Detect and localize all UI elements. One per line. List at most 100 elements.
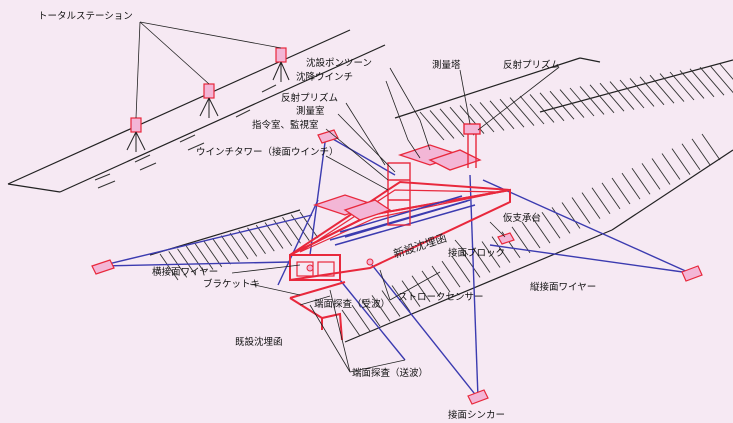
label-survey-room: 測量室 [296, 105, 325, 117]
hatch-line [671, 148, 691, 175]
total-station-1 [126, 117, 146, 152]
lateral-wire-left [99, 214, 313, 267]
trench-top-end [579, 57, 601, 63]
pontoon-left [312, 194, 392, 221]
hatch-line [371, 295, 391, 322]
shore-line [7, 29, 351, 185]
longitudinal-wire-right [482, 179, 691, 274]
hatch-line [461, 251, 481, 278]
label-caisson-pontoon: 沈設ポンツーン [306, 57, 372, 69]
hatch-line [551, 207, 571, 234]
hatch-line [489, 100, 515, 130]
total-station-2 [199, 83, 219, 118]
hatch-line [439, 108, 465, 138]
hatch-line [621, 172, 641, 200]
hatch-line [509, 97, 535, 126]
hatch-line [599, 82, 625, 112]
hatch-line [669, 71, 695, 101]
hatch-line [479, 102, 505, 131]
label-winch-tower: ウインチタワー（接面ウインチ） [196, 146, 339, 158]
hatch-line [381, 290, 401, 317]
hatch-line [561, 202, 581, 229]
label-end-face-probe-send: 端面探査（送波） [352, 367, 428, 379]
hatch-line [481, 241, 501, 268]
wire-left-down [277, 199, 319, 286]
wires [99, 134, 691, 399]
wire-front [339, 279, 406, 361]
hatch-line [699, 66, 725, 96]
hatch-line [601, 182, 621, 210]
hatch-line [611, 177, 631, 205]
label-total-station: トータルステーション [38, 11, 133, 22]
hatch-line [709, 65, 733, 94]
label-temp-bearing: 仮支承台 [503, 212, 541, 224]
hatch-line [441, 260, 461, 288]
shore-line-edge [7, 183, 61, 193]
hatch-line [220, 235, 240, 262]
wire-top-anchor [325, 134, 396, 176]
label-contact-sinker: 接面シンカー [448, 409, 505, 421]
hatch-line [571, 197, 591, 224]
hatch-line [519, 95, 545, 125]
hatch-line [531, 216, 551, 244]
hatch-line [549, 90, 575, 120]
hatch-line [619, 79, 645, 109]
hatch-line [591, 187, 611, 215]
hatch-line [629, 78, 655, 107]
leader-lines [135, 21, 559, 373]
hatch-line [719, 63, 733, 80]
hatch-line [264, 222, 284, 249]
hatch-line [689, 68, 715, 98]
label-sinking-winch: 沈降ウインチ [296, 71, 353, 83]
label-contact-block: 接面ブロック [448, 247, 505, 259]
label-reflective-prism-left: 反射プリズム [281, 92, 338, 104]
hatch-line [177, 248, 196, 276]
existing-tunnel-element [289, 281, 346, 341]
shore-dashes [94, 84, 277, 189]
hatch-line [649, 74, 675, 104]
hatch-line [451, 255, 471, 283]
label-lateral-wire: 横接面ワイヤー [152, 266, 218, 278]
anchor-bottom [467, 389, 489, 405]
label-bracket: ブラケットキ [203, 278, 260, 290]
hatch-line [641, 163, 661, 190]
hatch-line [631, 167, 651, 195]
label-survey-tower: 測量塔 [432, 59, 461, 71]
total-station-3 [272, 47, 290, 82]
hatch-line [341, 309, 361, 337]
hatch-line [609, 81, 635, 110]
temp-bearing-block [497, 232, 515, 245]
new-tunnel-element [289, 180, 511, 282]
hatch-line [589, 84, 615, 114]
label-end-face-probe-receive: 端面探査（受波） [314, 298, 390, 310]
lateral-wire-left-2 [99, 261, 291, 267]
labels: トータルステーション 沈設ポンツーン 沈降ウインチ 測量塔 反射プリズム 反射プ… [38, 11, 596, 421]
hatch-line [361, 299, 381, 327]
hatch-line [581, 192, 601, 219]
hatch-line [491, 236, 511, 263]
hatch-line [351, 304, 371, 332]
hatch-line [159, 253, 179, 281]
wire-top-anchor-2 [309, 134, 327, 256]
hatch-line [421, 270, 441, 298]
hatch-line [499, 98, 525, 128]
hatch-line [203, 240, 223, 268]
label-longitudinal-wire: 縦接面ワイヤー [530, 281, 596, 293]
seabed-lines [7, 29, 733, 343]
trench-front-line [344, 229, 613, 343]
hatch-line [679, 70, 705, 99]
hatch-line [539, 92, 565, 122]
survey-tower [463, 123, 481, 168]
trench-top-line [394, 57, 581, 119]
anchor-right [681, 265, 703, 282]
hatch-line [247, 227, 266, 255]
hatch-line [661, 153, 681, 180]
hatch-line [273, 219, 293, 247]
hatch-line [391, 285, 411, 312]
hatch-line [429, 110, 455, 139]
shore-line-inner [59, 44, 386, 193]
hatch-line [419, 111, 445, 141]
hatch-line [212, 237, 231, 265]
hatch-line [238, 230, 258, 257]
